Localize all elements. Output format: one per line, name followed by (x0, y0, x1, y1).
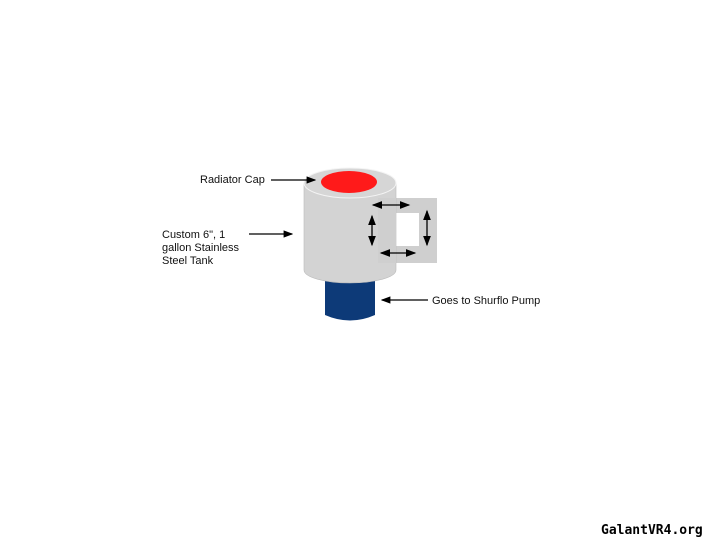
tank-label-line2: gallon Stainless (162, 242, 240, 254)
radiator-cap (321, 171, 377, 193)
outlet-pipe (325, 280, 375, 321)
tank-label-line3: Steel Tank (162, 255, 214, 267)
pump-label: Goes to Shurflo Pump (432, 295, 540, 307)
bracket-window (393, 213, 419, 246)
radiator-cap-label: Radiator Cap (200, 174, 265, 186)
bracket-arrows (368, 201, 431, 257)
tank-cylinder (303, 167, 397, 284)
watermark: GalantVR4.org (601, 523, 703, 538)
tank-label-line1: Custom 6", 1 (162, 229, 225, 241)
